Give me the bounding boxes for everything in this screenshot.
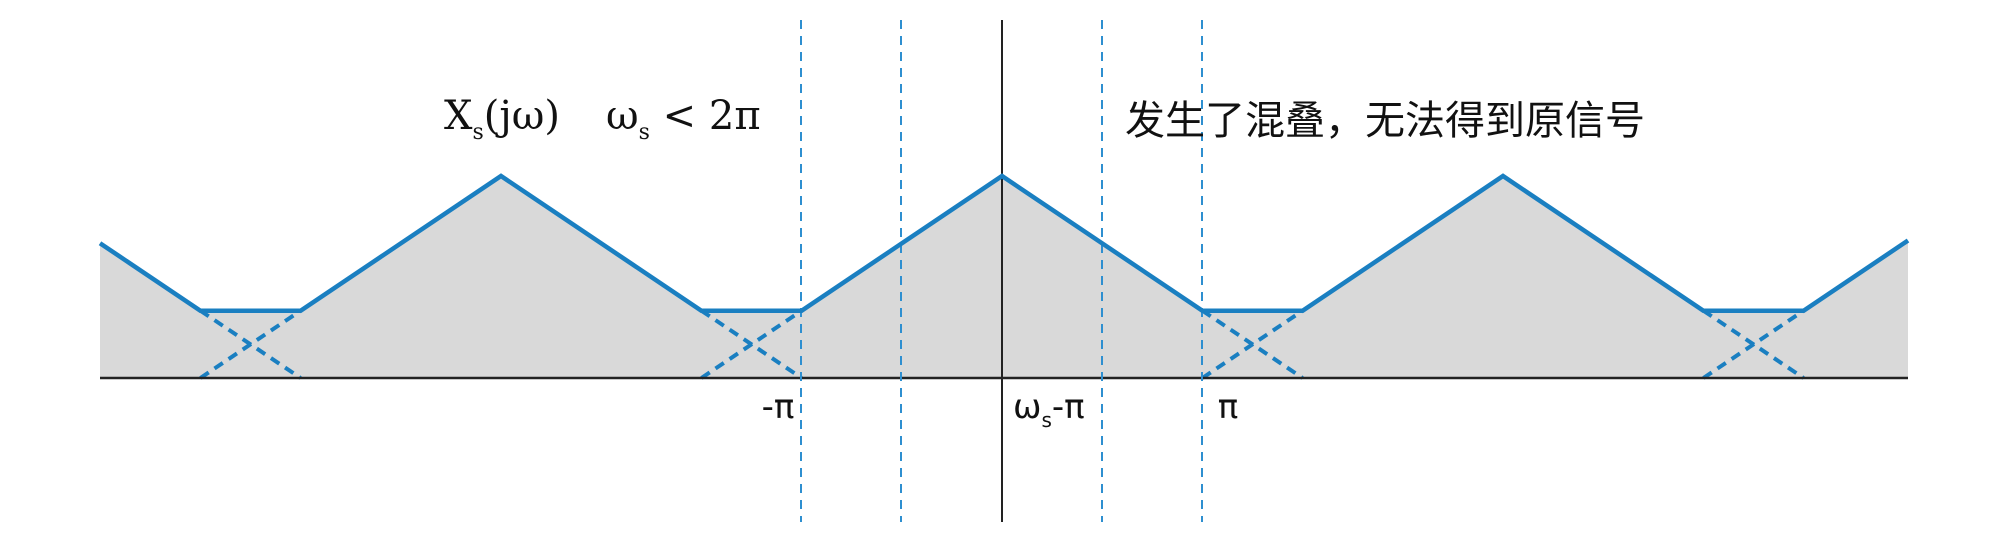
- condition-subscript: s: [639, 120, 650, 145]
- spectrum-fill: [100, 176, 1908, 378]
- tick-label-pi: π: [1218, 387, 1238, 427]
- tick-label-neg-pi: -π: [762, 387, 795, 427]
- replica-overlap-edges: [199, 309, 1805, 380]
- aliasing-annotation: 发生了混叠，无法得到原信号: [1125, 98, 1645, 144]
- title-signal: X: [444, 93, 473, 139]
- sampling-condition: ωs < 2π: [606, 93, 761, 145]
- title-signal-argument: (jω): [484, 93, 560, 139]
- tick-ws-rest: -π: [1052, 387, 1085, 427]
- tick-ws-subscript: s: [1041, 408, 1051, 432]
- tick-ws-omega: ω: [1013, 387, 1041, 427]
- condition-relation: < 2π: [650, 93, 761, 139]
- replica-rising-edge: [1702, 309, 1805, 380]
- replica-rising-edge: [199, 309, 302, 380]
- spectrum-title: Xs(jω): [444, 93, 560, 145]
- guide-lines: [800, 20, 1203, 522]
- condition-omega: ω: [606, 93, 639, 139]
- title-signal-subscript: s: [472, 120, 483, 145]
- tick-label-ws-minus-pi: ωs-π: [1013, 387, 1085, 432]
- replica-rising-edge: [700, 309, 803, 380]
- aliased-spectrum-line: [98, 173, 1910, 313]
- replica-rising-edge: [1201, 309, 1304, 380]
